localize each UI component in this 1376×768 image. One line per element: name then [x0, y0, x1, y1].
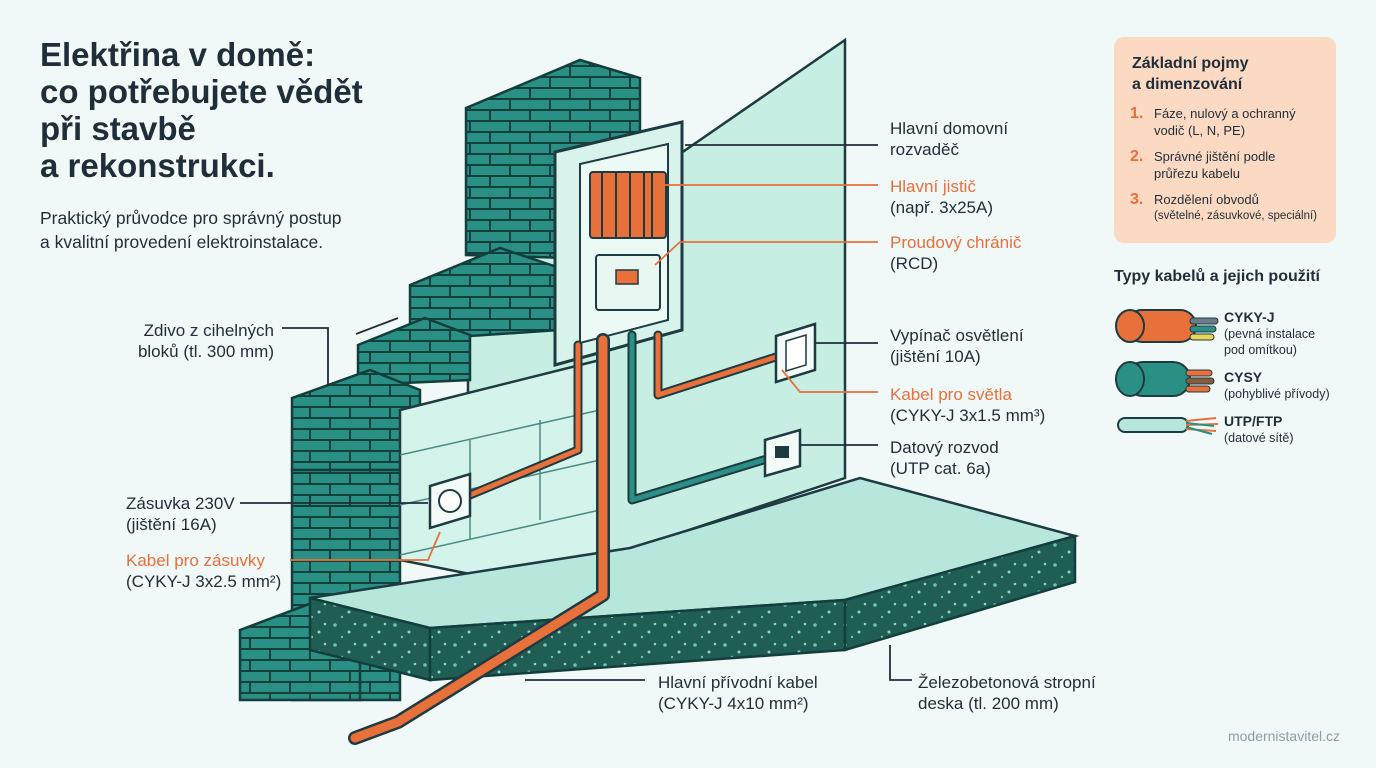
subtitle-line: Praktický průvodce pro správný postup: [40, 208, 342, 228]
cable-type-cyky: CYKY-J (pevná instalace pod omítkou): [1224, 309, 1316, 357]
cable-icon-utp: [1117, 417, 1219, 435]
label-socket: Zásuvka 230V (jištění 16A): [126, 494, 235, 534]
title-line: co potřebujete vědět: [40, 73, 363, 110]
list-item: 1. Fáze, nulový a ochranný vodič (L, N, …: [1130, 105, 1296, 138]
page-title: Elektřina v domě: co potřebujete vědět p…: [40, 36, 460, 184]
cable-type-cysy: CYSY (pohyblivé přívody): [1224, 369, 1330, 401]
cable-type-utp: UTP/FTP (datové sítě): [1224, 413, 1294, 445]
subtitle-line: a kvalitní provedení elektroinstalace.: [40, 232, 324, 252]
cable-icon-cyky: [1115, 309, 1219, 343]
label-light-cable: Kabel pro světla (CYKY-J 3x1.5 mm³): [890, 385, 1046, 425]
basics-panel-title: Základní pojmy a dimenzování: [1132, 55, 1249, 93]
label-data-distribution: Datový rozvod (UTP cat. 6a): [890, 438, 999, 478]
floor-slab: [308, 476, 1080, 682]
cable-icon-cysy: [1115, 361, 1215, 397]
list-item: 2. Správné jištění podle průřezu kabelu: [1130, 148, 1276, 181]
list-item: 3. Rozdělení obvodů (světelné, zásuvkové…: [1130, 191, 1317, 222]
title-line: a rekonstrukci.: [40, 147, 275, 184]
leader-lines: [240, 144, 912, 681]
socket: [428, 472, 472, 530]
label-main-breaker: Hlavní jistič (např. 3x25A): [890, 177, 993, 217]
distribution-board: [553, 120, 684, 367]
label-supply-cable: Hlavní přívodní kabel (CYKY-J 4x10 mm²): [658, 673, 818, 713]
data-outlet: [763, 428, 802, 478]
basics-panel: Základní pojmy a dimenzování 1. Fáze, nu…: [1114, 37, 1336, 243]
light-switch: [774, 322, 817, 384]
label-light-switch: Vypínač osvětlení (jištění 10A): [890, 326, 1024, 366]
title-line: při stavbě: [40, 110, 196, 147]
label-socket-cable: Kabel pro zásuvky (CYKY-J 3x2.5 mm²): [126, 551, 282, 591]
label-rcd: Proudový chránič (RCD): [890, 233, 1022, 273]
cable-types-heading: Typy kabelů a jejich použití: [1114, 268, 1320, 285]
page-subtitle: Praktický průvodce pro správný postup a …: [40, 206, 400, 254]
title-line: Elektřina v domě:: [40, 36, 316, 73]
label-masonry: Zdivo z cihelných bloků (tl. 300 mm): [137, 321, 274, 361]
label-floor-slab: Železobetonová stropní deska (tl. 200 mm…: [918, 673, 1096, 713]
label-main-board: Hlavní domovní rozvaděč: [890, 119, 1009, 159]
footer-credit: modernistavitel.cz: [1227, 728, 1340, 744]
basics-list: 1. Fáze, nulový a ochranný vodič (L, N, …: [1130, 105, 1330, 234]
cables: [348, 330, 787, 745]
